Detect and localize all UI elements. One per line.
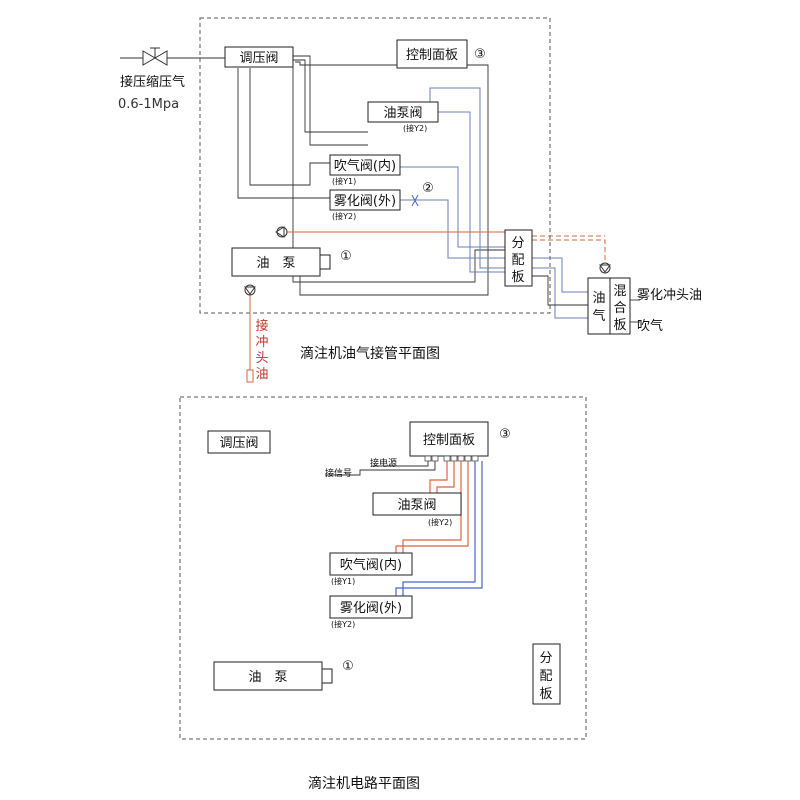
circuit-atomize-valve-note: (接Y2): [331, 619, 355, 629]
throttle-icon: [411, 194, 419, 207]
oil-inlet-char-1: 接: [255, 318, 268, 334]
circle-number-icon: ①: [340, 249, 352, 264]
piping-caption: 滴注机油气接管平面图: [300, 345, 440, 362]
piping-atomize-valve-label: 雾化阀(外): [334, 194, 396, 209]
circuit-control-panel-box: [409, 421, 489, 457]
circuit-oil-pump-box: [213, 661, 323, 691]
piping-distribution-board-box: [504, 229, 533, 287]
circuit-control-panel-label: 控制面板: [423, 433, 475, 448]
oil-inlet-char-2: 冲: [255, 335, 268, 350]
oil-inlet-char-3: 头: [255, 351, 268, 366]
piping-oil-pump-motor: [319, 254, 331, 270]
circuit-oil-pump-valve-label: 油泵阀: [397, 498, 436, 513]
signal-label: 接信号: [325, 467, 352, 479]
dist-board-char-3: 板: [511, 270, 524, 285]
circuit-regulator-box: [207, 430, 271, 454]
check-valve-icon: [244, 284, 256, 296]
mix-board-left-2: 气: [592, 308, 605, 324]
piping-oil-pump-valve-box: [367, 101, 439, 123]
dist-board-char-2: 配: [511, 253, 524, 268]
air-pressure-label: 0.6-1Mpa: [118, 97, 179, 112]
circuit-blow-valve-note: (接Y1): [331, 576, 355, 586]
mix-board-right-3: 板: [613, 318, 626, 333]
valve-icon: [142, 47, 168, 66]
circuit-oil-pump-label: 油 泵: [248, 670, 287, 685]
circuit-atomize-valve-label: 雾化阀(外): [340, 601, 402, 616]
circuit-diagram: 调压阀 控制面板 ③ 接电源 接信号 油泵阀 (接Y2) 吹气阀(: [179, 396, 587, 792]
oil-pipes: [249, 231, 606, 370]
power-label: 接电源: [370, 457, 397, 469]
oil-inlet-char-4: 油: [255, 367, 268, 382]
circle-number-icon: ①: [342, 659, 354, 674]
piping-blow-valve-box: [329, 154, 401, 176]
check-valve-icon: [599, 262, 611, 274]
power-wire: [372, 461, 429, 467]
terminal-strip: [424, 455, 479, 462]
piping-atomize-valve-note: (接Y2): [332, 211, 356, 221]
piping-diagram: 接压缩压气 0.6-1Mpa: [118, 17, 702, 383]
dist-board-char-1: 分: [511, 236, 524, 251]
piping-machine-frame: [199, 17, 551, 314]
circuit-dist-board-char-1: 分: [539, 651, 552, 666]
circuit-blow-valve-label: 吹气阀(内): [340, 557, 402, 573]
circle-number-icon: ③: [474, 47, 486, 62]
oil-pump-valve-wire: [429, 461, 448, 493]
output-blow-label: 吹气: [637, 318, 663, 334]
circuit-atomize-valve-box: [329, 595, 413, 619]
check-valve-icon: [275, 226, 288, 238]
atomize-valve-wire: [402, 461, 476, 596]
circuit-dist-board-char-3: 板: [539, 687, 552, 702]
signal-wire: [325, 461, 436, 476]
mix-board-right-1: 混: [613, 284, 626, 299]
piping-control-panel-box: [396, 39, 468, 69]
piping-regulator-box: [224, 46, 294, 68]
circuit-distribution-board-box: [532, 643, 561, 705]
piping-blow-valve-label: 吹气阀(内): [334, 158, 396, 174]
circuit-blow-valve-box: [329, 552, 413, 576]
piping-oil-pump-label: 油 泵: [256, 256, 295, 271]
circuit-caption: 滴注机电路平面图: [308, 775, 420, 792]
air-source-label: 接压缩压气: [120, 74, 185, 90]
circle-number-icon: ②: [422, 181, 434, 196]
air-pipes: [237, 55, 588, 319]
circuit-regulator-label: 调压阀: [219, 436, 258, 451]
output-atomize-label: 雾化冲头油: [637, 288, 702, 303]
circuit-oil-pump-motor: [321, 668, 333, 684]
piping-oil-pump-valve-note: (接Y2): [403, 123, 427, 133]
oil-inlet-fitting: [246, 369, 254, 383]
oil-air-mix-board-box: [587, 277, 631, 335]
piping-regulator-label: 调压阀: [239, 51, 278, 66]
piping-atomize-valve-box: [329, 189, 401, 211]
piping-oil-pump-valve-label: 油泵阀: [383, 106, 422, 121]
mix-board-left-1: 油: [592, 291, 605, 306]
circuit-oil-pump-valve-box: [372, 492, 462, 516]
circuit-oil-pump-valve-note: (接Y2): [428, 517, 452, 527]
circuit-machine-frame: [179, 396, 587, 740]
piping-control-panel-label: 控制面板: [406, 48, 458, 63]
piping-blow-valve-note: (接Y1): [332, 176, 356, 186]
circuit-dist-board-char-2: 配: [539, 669, 552, 684]
mix-board-right-2: 合: [613, 301, 626, 316]
circle-number-icon: ③: [499, 427, 511, 442]
